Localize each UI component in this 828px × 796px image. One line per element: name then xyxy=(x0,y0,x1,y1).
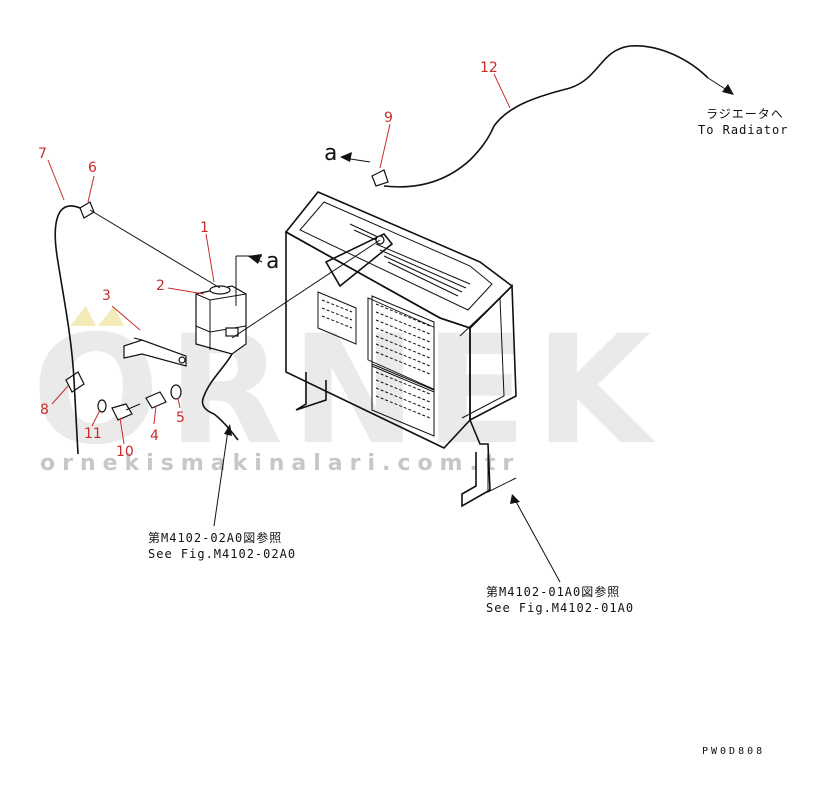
callout-4: 4 xyxy=(150,428,159,444)
radiator-assembly xyxy=(284,191,517,508)
callout-7: 7 xyxy=(38,146,47,162)
callout-1: 1 xyxy=(200,220,209,236)
arrows xyxy=(213,77,734,583)
view-marker-a-right: a xyxy=(266,249,279,274)
drawing-code: PW0D808 xyxy=(702,746,765,757)
callout-2: 2 xyxy=(156,278,165,294)
to-radiator-label: ラジエータへ To Radiator xyxy=(698,107,788,137)
watermark-brand: ORNEK xyxy=(32,304,659,478)
callout-9: 9 xyxy=(384,110,393,126)
watermark: ORNEK ornekismakinalari.com.tr xyxy=(32,304,659,478)
watermark-url: ornekismakinalari.com.tr xyxy=(40,451,520,476)
ref-01-en: See Fig.M4102-01A0 xyxy=(486,601,634,615)
view-marker-a-left: a xyxy=(324,141,337,166)
to-radiator-jp: ラジエータへ xyxy=(706,107,784,121)
ref-02-jp: 第M4102-02A0図参照 xyxy=(148,530,282,545)
fasteners xyxy=(65,169,389,421)
callout-11: 11 xyxy=(84,426,102,442)
callout-5: 5 xyxy=(176,410,185,426)
callout-8: 8 xyxy=(40,402,49,418)
reference-02: 第M4102-02A0図参照 See Fig.M4102-02A0 xyxy=(148,530,296,561)
callout-3: 3 xyxy=(102,288,111,304)
callout-10: 10 xyxy=(116,444,134,460)
watermark-logo-accent xyxy=(70,306,96,326)
reference-01: 第M4102-01A0図参照 See Fig.M4102-01A0 xyxy=(486,584,634,615)
callout-12: 12 xyxy=(480,60,498,76)
ref-02-en: See Fig.M4102-02A0 xyxy=(148,547,296,561)
to-radiator-en: To Radiator xyxy=(698,123,788,137)
ref-01-jp: 第M4102-01A0図参照 xyxy=(486,584,620,599)
callouts: 1 2 3 4 5 6 7 8 9 10 11 12 xyxy=(38,60,511,460)
callout-6: 6 xyxy=(88,160,97,176)
